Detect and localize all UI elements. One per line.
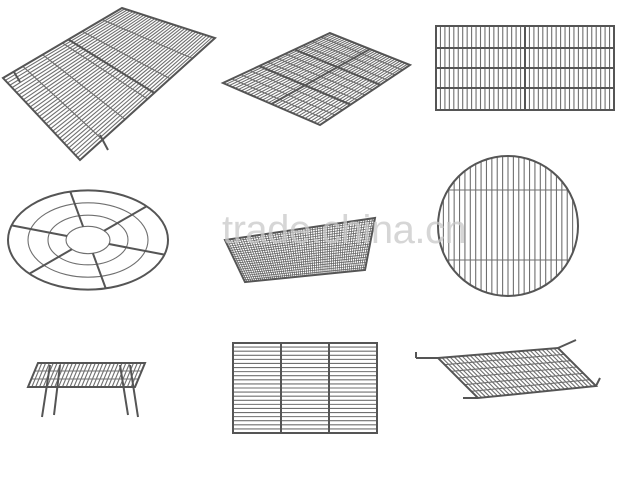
three-section-rack-front [232,342,378,434]
folding-leg-rack [26,362,147,418]
stepped-rack-angled [415,339,601,400]
fine-mesh-curved-rack [223,216,377,284]
large-rectangular-rack-angled [1,6,217,162]
round-grid-rack [437,155,579,297]
small-rectangular-rack-angled [220,31,413,127]
round-radial-rack [7,189,169,291]
rectangular-rack-front [435,25,615,111]
watermark-text: trade.china.cn [222,208,467,252]
